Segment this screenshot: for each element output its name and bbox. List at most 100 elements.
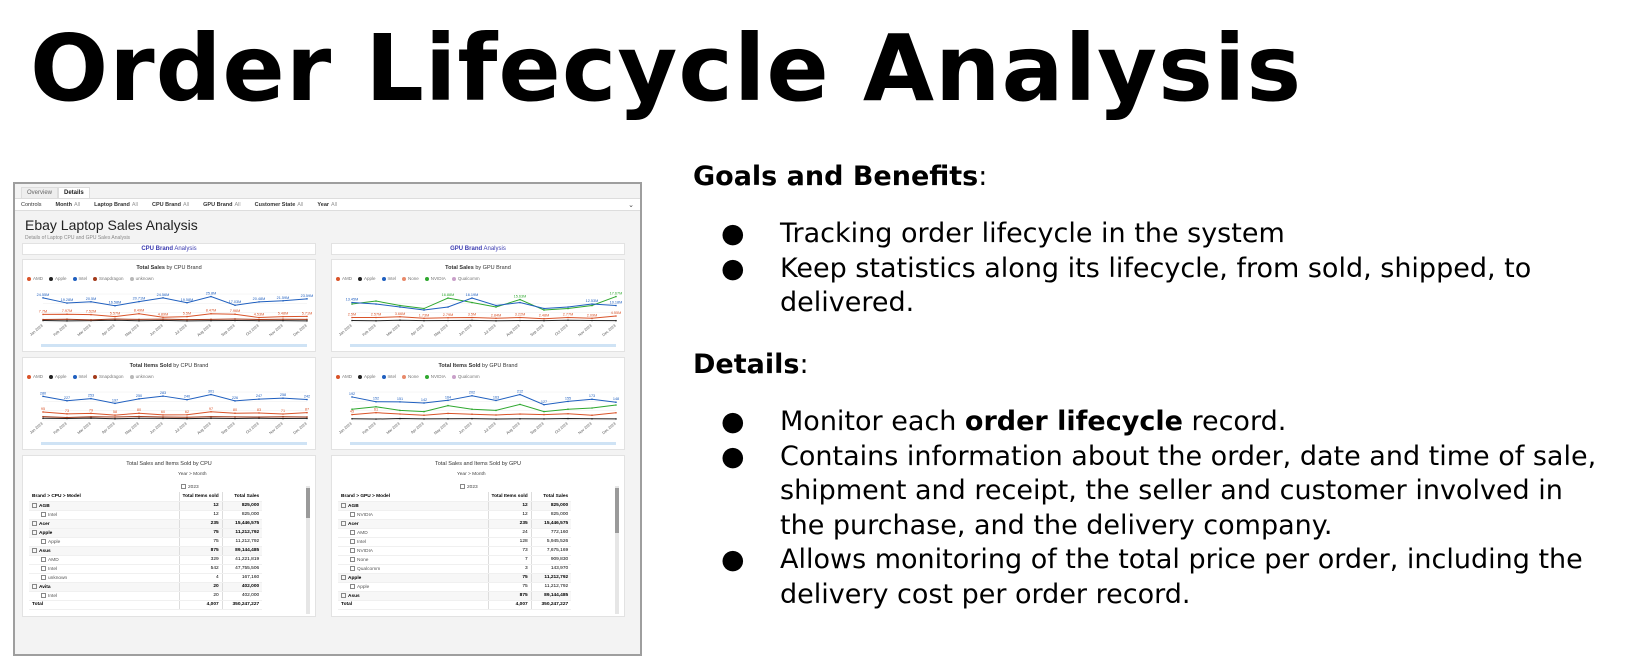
expand-icon[interactable]	[350, 583, 355, 589]
legend-item[interactable]: Qualcomm	[451, 374, 480, 379]
cell-value: 235	[178, 519, 223, 529]
year-header[interactable]: 2023	[181, 484, 199, 490]
table-scrollbar[interactable]	[306, 486, 310, 614]
expand-icon[interactable]	[32, 529, 37, 535]
legend-item[interactable]: NVIDIA	[424, 276, 446, 281]
legend-item[interactable]: Apple	[358, 276, 376, 281]
legend-item[interactable]: None	[402, 276, 419, 281]
legend-item[interactable]: Intel	[381, 374, 396, 379]
goal-text: Tracking order lifecycle in the system	[780, 218, 1285, 249]
expand-icon[interactable]	[350, 556, 355, 562]
chart-scroll-strip[interactable]	[350, 344, 616, 347]
tab-overview[interactable]: Overview	[21, 187, 59, 198]
data-label: 7.96M	[230, 309, 241, 313]
expand-icon[interactable]	[41, 565, 46, 571]
expand-icon[interactable]	[32, 502, 37, 508]
expand-icon[interactable]	[341, 574, 346, 580]
legend-dot-icon	[27, 276, 31, 281]
expand-icon[interactable]	[341, 592, 346, 598]
chart-scroll-strip[interactable]	[350, 442, 616, 445]
expand-icon[interactable]	[32, 520, 37, 526]
expand-icon[interactable]	[350, 529, 355, 535]
table-scrollbar[interactable]	[615, 486, 619, 614]
expand-icon[interactable]	[41, 574, 46, 580]
expand-icon[interactable]	[350, 538, 355, 544]
expand-icon[interactable]	[341, 520, 346, 526]
legend-item[interactable]: Intel	[72, 374, 87, 379]
legend-item[interactable]: None	[402, 374, 419, 379]
expand-icon[interactable]	[341, 502, 346, 508]
legend-item[interactable]: unknown	[129, 374, 154, 379]
legend-item[interactable]: AMD	[27, 276, 43, 281]
expand-icon[interactable]	[41, 538, 46, 544]
expand-icon[interactable]	[181, 484, 186, 489]
chart-scroll-strip[interactable]	[41, 344, 307, 347]
details-section: Details: ●Monitor each order lifecycle r…	[693, 349, 1613, 612]
expand-icon[interactable]	[32, 547, 37, 553]
expand-icon[interactable]	[350, 565, 355, 571]
scrollbar-thumb[interactable]	[615, 488, 619, 533]
expand-icon[interactable]	[41, 511, 46, 517]
chevron-down-icon[interactable]: ⌄	[628, 202, 634, 209]
chart-scroll-strip[interactable]	[41, 442, 307, 445]
legend-item[interactable]: AMD	[27, 374, 43, 379]
legend-item[interactable]: Apple	[358, 374, 376, 379]
legend-item[interactable]: Intel	[72, 276, 87, 281]
legend-item[interactable]: Apple	[49, 276, 67, 281]
expand-icon[interactable]	[350, 511, 355, 517]
year-month-drill[interactable]: Year > Month	[178, 472, 207, 477]
expand-icon[interactable]	[350, 547, 355, 553]
legend-item[interactable]: AMD	[336, 276, 352, 281]
tab-details[interactable]: Details	[58, 187, 90, 198]
legend-item[interactable]: Snapdragon	[93, 374, 124, 379]
legend-item[interactable]: Qualcomm	[451, 276, 480, 281]
legend-item[interactable]: Intel	[381, 276, 396, 281]
data-label: 80	[233, 408, 237, 412]
expand-icon[interactable]	[32, 583, 37, 589]
legend-item[interactable]: NVIDIA	[424, 374, 446, 379]
legend-label: Qualcomm	[457, 276, 480, 281]
legend-item[interactable]: AMD	[336, 374, 352, 379]
legend-item[interactable]: Apple	[49, 374, 67, 379]
year-header[interactable]: 2023	[460, 484, 478, 490]
scrollbar-thumb[interactable]	[306, 488, 310, 518]
year-month-drill[interactable]: Year > Month	[457, 472, 486, 477]
expand-icon[interactable]	[41, 556, 46, 562]
expand-icon[interactable]	[41, 592, 46, 598]
expand-icon[interactable]	[460, 484, 465, 489]
legend-item[interactable]: Snapdragon	[93, 276, 124, 281]
legend-item[interactable]: unknown	[129, 276, 154, 281]
